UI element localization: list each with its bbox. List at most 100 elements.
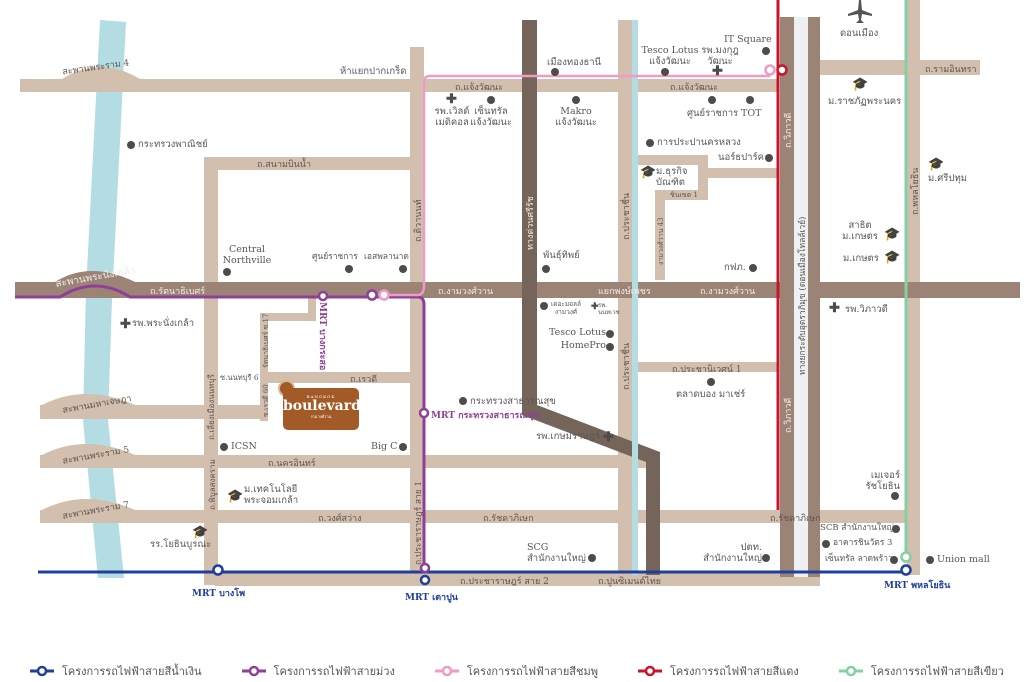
station-ring-icon[interactable] <box>212 564 224 576</box>
place-ptt: ปตท. สำนักงานใหญ่ <box>703 542 762 564</box>
project-logo[interactable]: BANGKOK boulevard งามวงศ์วาน <box>283 388 361 430</box>
station-ring-icon[interactable] <box>317 290 329 302</box>
road-ngamwongwan-43: งามวงศ์วาน 43 <box>657 217 665 265</box>
place-dot-icon <box>551 68 559 76</box>
hospital-cross-icon: ✚ <box>829 301 840 316</box>
place-dot-icon <box>399 265 407 273</box>
place-egat: กฟภ. <box>724 262 746 273</box>
road-rewadi-60: ซ.เรวดี 60 <box>262 384 270 417</box>
place-dot-icon <box>487 96 495 104</box>
road-pracharat-1: ถ.ประชาราษฎร์ สาย 1 <box>414 481 424 565</box>
station-tao-poon[interactable]: MRT เตาปูน <box>405 593 458 603</box>
road-nonthaburi-6: ซ.นนทบุรี 6 <box>220 373 259 382</box>
road-ratchadaphisek-2: ถ.รัชดาภิเษก <box>770 514 821 524</box>
place-yothin: รร.โยธินบูรณะ <box>150 539 212 550</box>
hospital-cross-icon: ✚ <box>120 317 131 332</box>
place-public-health: กระทรวงสาธารณสุข <box>470 396 556 407</box>
road-ratchadaphisek-1: ถ.รัชดาภิเษก <box>483 514 534 524</box>
place-central-cw: เซ็นทรัล แจ้งวัฒนะ <box>470 106 512 128</box>
place-esplanade: เอสพลานาด <box>364 252 409 262</box>
station-phahon[interactable]: MRT พหลโยธิน <box>884 581 951 591</box>
place-dot-icon <box>606 343 614 351</box>
graduation-cap-icon: 🎓 <box>192 525 209 540</box>
place-commerce: กระทรวงพาณิชย์ <box>138 139 208 150</box>
graduation-cap-icon: 🎓 <box>640 165 657 180</box>
legend-label: โครงการรถไฟฟ้าสายม่วง <box>273 665 395 678</box>
place-kasemrad: รพ.เกษมราษฎร์ <box>536 431 601 442</box>
legend-purple: โครงการรถไฟฟ้าสายม่วง <box>241 662 395 680</box>
place-central-northville: Central Northville <box>222 244 272 266</box>
place-dot-icon <box>749 264 757 272</box>
road-vibhavadi-1: ถ.วิภาวดี <box>784 112 794 148</box>
station-ring-icon <box>638 665 662 677</box>
place-dot-icon <box>708 96 716 104</box>
place-mall-ngamwong: เดอะมอลล์ งามวงศ์ <box>551 300 581 316</box>
station-ring-icon[interactable] <box>418 407 430 419</box>
road-vibhavadi-2 <box>808 17 820 577</box>
station-bang-pho[interactable]: MRT บางโพ <box>192 589 246 599</box>
road-ngamwongwan-1: ถ.งามวงศ์วาน <box>438 287 494 297</box>
hospital-cross-icon: ✚ <box>603 430 614 445</box>
road-prachachuen-2: ถ.ประชาชื่น <box>622 342 632 390</box>
place-pak-kret: ห้าแยกปากเกร็ด <box>340 66 407 77</box>
legend-label: โครงการรถไฟฟ้าสายสีแดง <box>670 665 799 678</box>
place-rajabhat: ม.ราชภัฏพระนคร <box>828 96 902 107</box>
road-phahonyothin: ถ.พหลโยธิน <box>911 167 921 215</box>
road-expressway: ทางด่วนศรีรัช <box>526 196 536 250</box>
place-dot-icon <box>762 554 770 562</box>
place-dot-icon <box>459 397 467 405</box>
road-liang-mueang: ถ.เลี่ยงเมืองนนทบุรี <box>207 374 216 440</box>
legend: โครงการรถไฟฟ้าสายสีน้ำเงิน โครงการรถไฟฟ้… <box>30 662 1004 680</box>
station-ring-icon[interactable] <box>419 562 431 574</box>
station-ring-icon[interactable] <box>764 64 776 76</box>
station-ring-icon <box>241 665 266 677</box>
place-vibhavadi-hosp: รพ.วิภาวดี <box>845 304 888 315</box>
legend-label: โครงการรถไฟฟ้าสายสีเขียว <box>870 665 1004 678</box>
legend-label: โครงการรถไฟฟ้าสายสีน้ำเงิน <box>62 665 202 678</box>
road-ngamwongwan <box>15 282 1020 298</box>
road-ngamwongwan-2: ถ.งามวงศ์วาน <box>700 287 756 297</box>
purple-line <box>15 284 426 570</box>
road-tiwanon: ถ.ติวานนท์ <box>414 199 424 243</box>
place-dot-icon <box>572 96 580 104</box>
bridge-arcs <box>42 67 140 510</box>
place-dot-icon <box>890 556 898 564</box>
legend-blue: โครงการรถไฟฟ้าสายสีน้ำเงิน <box>30 662 202 680</box>
road-ramintra: ถ.รามอินทรา <box>925 65 977 75</box>
road-prachaniwet-1: ถ.ประชานิเวศน์ 1 <box>672 365 742 375</box>
station-ring-icon[interactable] <box>419 574 431 586</box>
station-ring-icon <box>30 665 54 677</box>
road-puncement: ถ.ปูนซิเมนต์ไทย <box>598 577 662 587</box>
place-dot-icon <box>606 330 614 338</box>
station-bang-krasor[interactable]: MRT บางกระสอ <box>317 302 327 371</box>
place-dot-icon <box>646 139 654 147</box>
place-dot-icon <box>399 443 407 451</box>
station-ring-icon[interactable] <box>378 289 390 301</box>
station-ring-icon[interactable] <box>776 64 788 76</box>
place-dot-icon <box>746 96 754 104</box>
hospital-cross-icon: ✚ <box>591 302 599 312</box>
hospital-cross-icon: ✚ <box>712 64 723 79</box>
road-chinkhet-1: ชินเขต 1 <box>670 191 698 199</box>
road-vibhavadi <box>780 17 794 577</box>
place-mongkut: รพ.มงกุฎ วัฒนะ <box>701 45 739 67</box>
station-ring-icon[interactable] <box>366 289 378 301</box>
place-dot-icon <box>220 443 228 451</box>
station-ring-icon[interactable] <box>900 564 912 576</box>
station-ring-icon[interactable] <box>900 551 912 563</box>
graduation-cap-icon: 🎓 <box>852 77 869 92</box>
place-dot-icon <box>223 268 231 276</box>
place-phanthip: พันธุ์ทิพย์ <box>543 250 580 261</box>
place-don-mueang: ดอนเมือง <box>840 28 879 39</box>
road-rewadi: ถ.เรวดี <box>350 375 378 385</box>
station-public-health[interactable]: MRT กระทรวงสาธารณสุข <box>431 411 540 421</box>
chao-phraya-river <box>83 20 126 578</box>
road-tollway: ทางยกระดับอุตราภิมุข (ดอนเมืองโทลล์เวย์) <box>798 216 808 375</box>
graduation-cap-icon: 🎓 <box>884 250 901 265</box>
place-bong-market: ตลาดบอง มาเช่ร์ <box>676 389 746 400</box>
place-muang-thong: เมืองทองธานี <box>547 57 602 68</box>
road-chaengwattana-left: ถ.แจ้งวัฒนะ <box>455 83 503 93</box>
graduation-cap-icon: 🎓 <box>884 227 901 242</box>
road-phong-phet: แยกพงษ์เพชร <box>598 287 651 297</box>
